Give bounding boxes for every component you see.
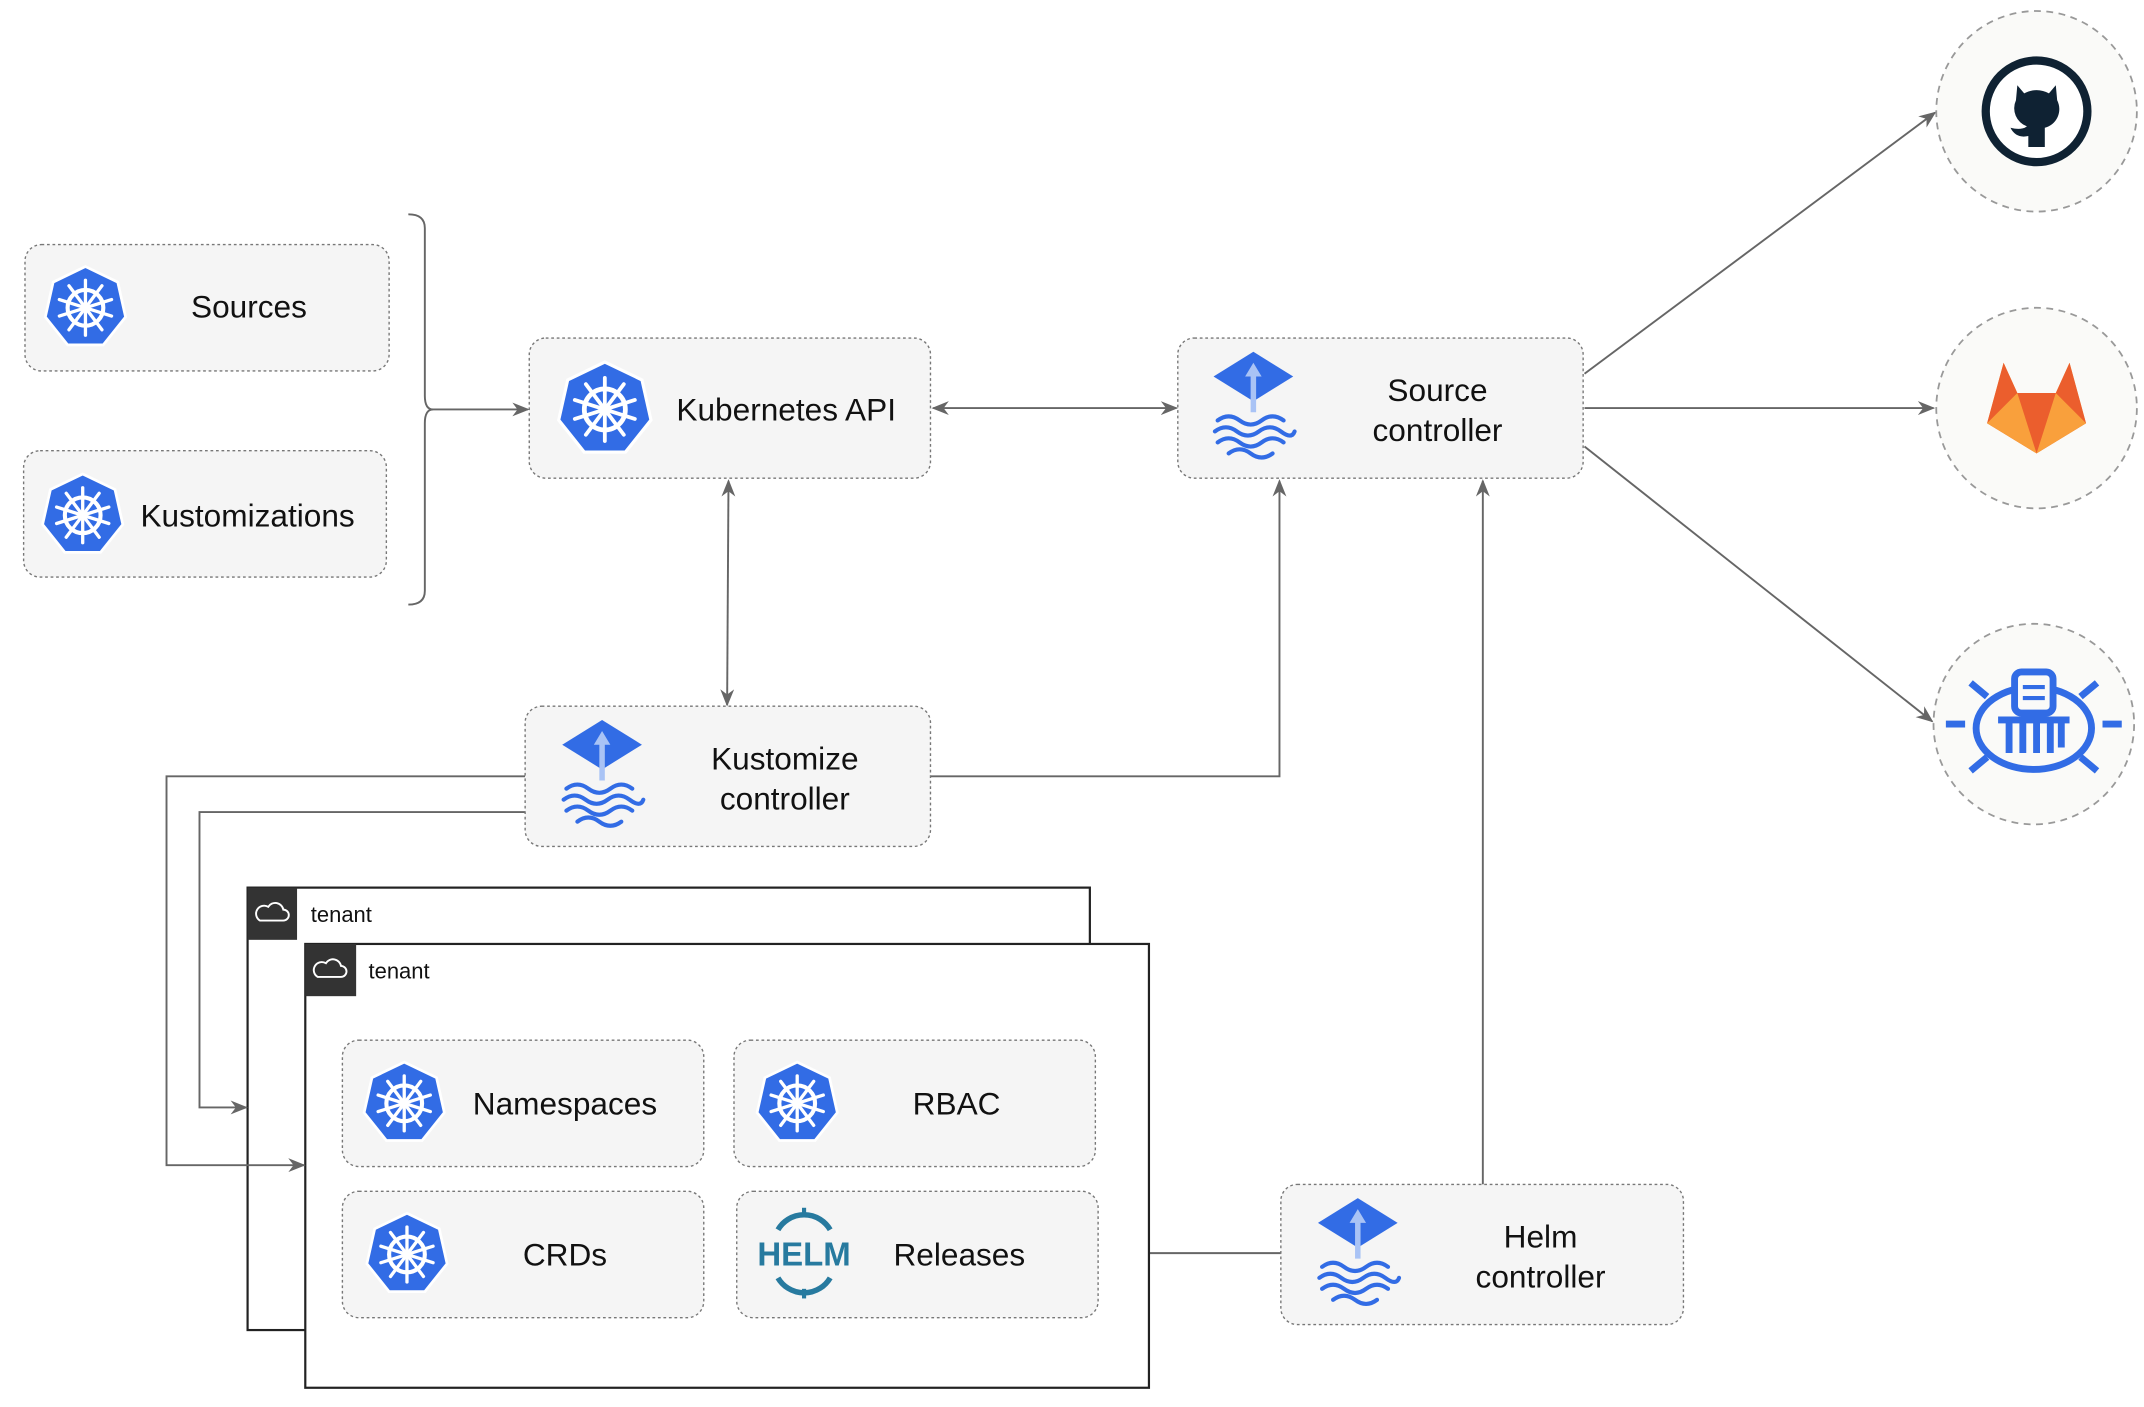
edge-kustomize-to-source [930,479,1287,778]
svg-text:Namespaces: Namespaces [473,1085,657,1121]
svg-text:Sources: Sources [191,288,307,324]
svg-text:Kubernetes API: Kubernetes API [676,391,896,427]
tenant-label: tenant [369,958,430,983]
helm-icon: HELM [757,1207,851,1299]
svg-text:Source: Source [1387,372,1487,408]
edge-source-to-github [1583,111,1937,375]
node-kustomizations[interactable]: Kustomizations [22,449,388,578]
helm-repository-icon [1945,668,2122,774]
edge-api-kustomize-controller [720,479,736,707]
svg-text:controller: controller [1373,412,1503,448]
svg-text:Kustomizations: Kustomizations [140,497,354,533]
node-sources[interactable]: Sources [24,243,390,372]
github-icon [1981,56,2092,167]
edge-kustomize-to-tenant-back [198,811,526,1115]
node-source-controller[interactable]: Source controller [1177,337,1584,479]
node-releases[interactable]: HELM Releases [736,1190,1099,1319]
svg-text:HELM: HELM [757,1235,850,1272]
svg-text:controller: controller [1476,1258,1606,1294]
gitlab-icon [1987,362,2087,454]
external-helm-repository[interactable] [1932,622,2136,826]
svg-text:CRDs: CRDs [523,1236,607,1272]
edge-kustomize-to-tenant-front [165,775,526,1173]
svg-text:Kustomize: Kustomize [711,740,858,776]
svg-text:RBAC: RBAC [913,1085,1001,1121]
edge-source-to-helm-repo [1583,445,1934,723]
node-namespaces[interactable]: Namespaces [341,1039,705,1168]
external-github[interactable] [1935,10,2138,213]
node-crds[interactable]: CRDs [341,1190,705,1319]
svg-text:Helm: Helm [1504,1219,1578,1255]
node-kustomize-controller[interactable]: Kustomize controller [524,705,932,848]
node-rbac[interactable]: RBAC [733,1039,1097,1168]
svg-text:Releases: Releases [893,1236,1025,1272]
cloud-icon [312,958,348,978]
cloud-icon [255,901,290,922]
svg-text:controller: controller [720,780,850,816]
node-helm-controller[interactable]: Helm controller [1280,1183,1685,1326]
node-kubernetes-api[interactable]: Kubernetes API [528,337,932,479]
tenant-label: tenant [311,902,372,927]
external-gitlab[interactable] [1935,306,2138,510]
